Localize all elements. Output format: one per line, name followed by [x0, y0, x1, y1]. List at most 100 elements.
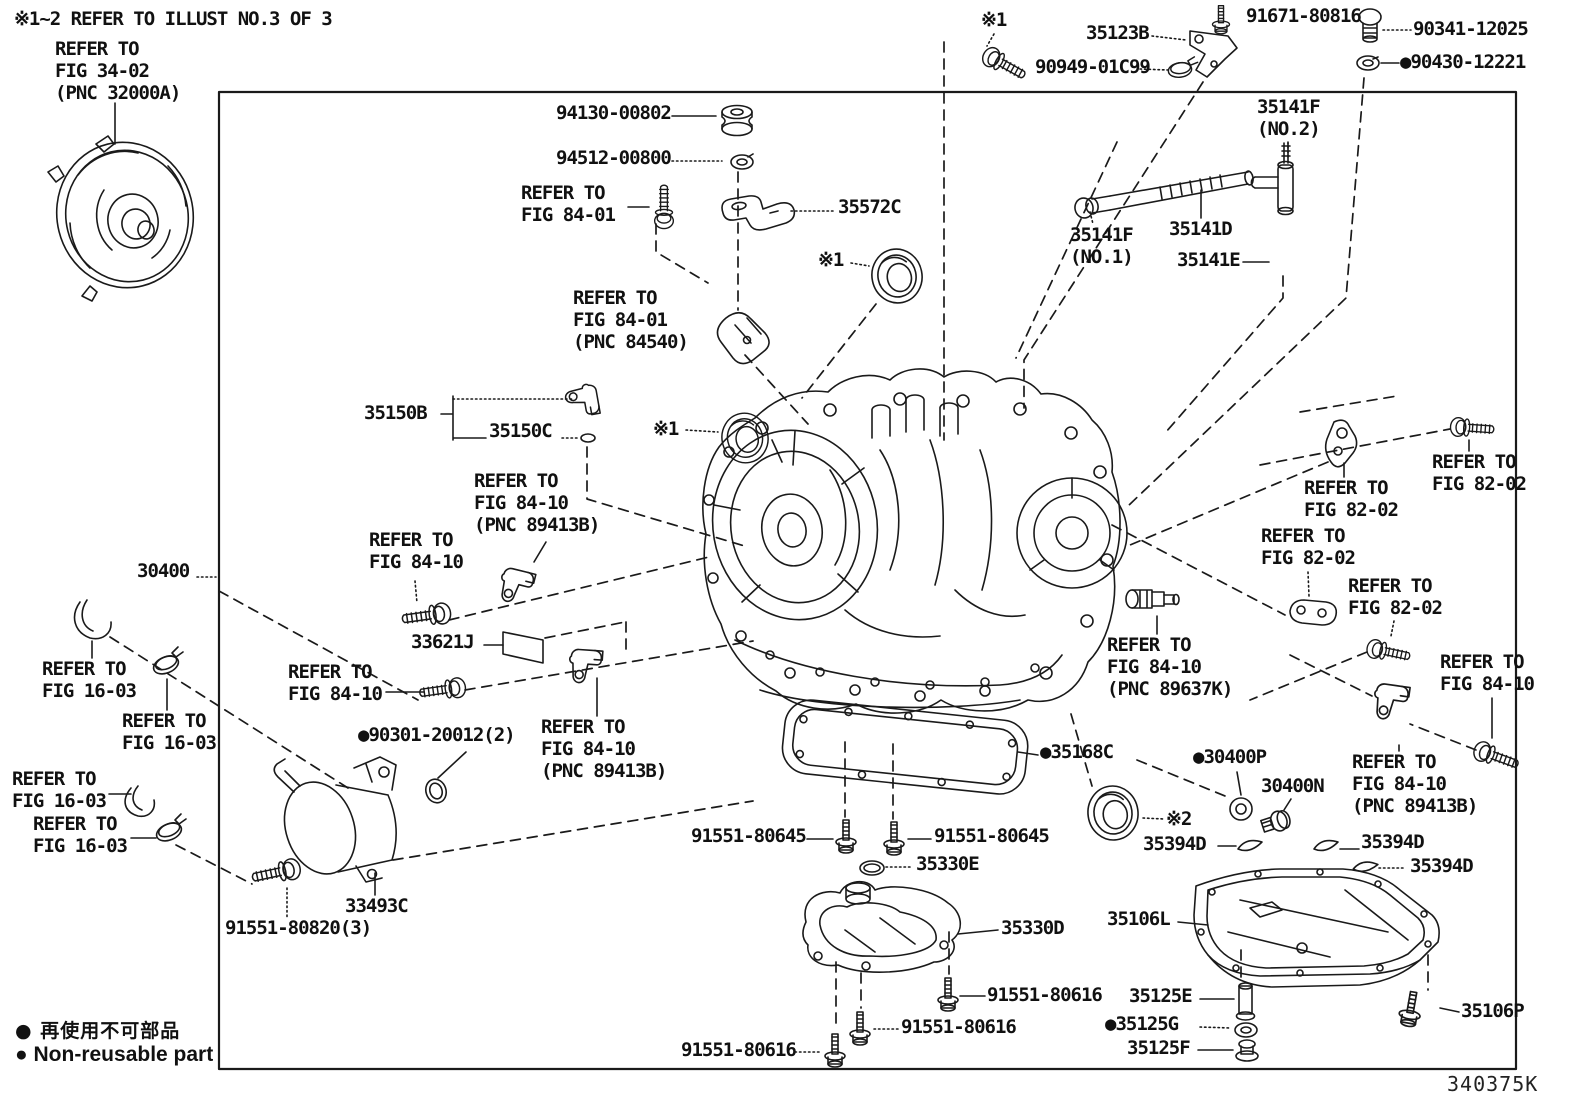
marker-star1-mid: ※1 — [818, 249, 844, 271]
ref-fig-84-10-89637K: REFER TO FIG 84-10 (PNC 89637K) — [1107, 634, 1233, 700]
ref-fig-84-10-c: REFER TO FIG 84-10 — [288, 661, 383, 705]
part-label-35141F-no2: 35141F (NO.2) — [1257, 96, 1321, 140]
construction-lines-dashed — [109, 41, 1477, 1031]
part-label-91551-80616-m: 91551-80616 — [901, 1016, 1017, 1038]
bolt-35106P-icon — [1396, 989, 1425, 1029]
part-label-35106L: 35106L — [1107, 908, 1171, 930]
bracket-35572C — [721, 195, 796, 231]
ref-fig-16-03-2: REFER TO FIG 16-03 — [122, 710, 217, 754]
part-label-91551-80616-l: 91551-80616 — [681, 1039, 797, 1061]
part-label-35168C: ●35168C — [1040, 741, 1114, 763]
hose-icon-2 — [124, 785, 156, 818]
plug-30400N — [1260, 809, 1291, 833]
ref-fig-82-02-c: REFER TO FIG 82-02 — [1261, 525, 1356, 569]
part-label-94512-00800: 94512-00800 — [556, 147, 672, 169]
part-label-35141E: 35141E — [1177, 249, 1241, 271]
part-label-90341-12025: 90341-12025 — [1413, 18, 1529, 40]
plug-35125F — [1235, 1039, 1259, 1062]
gasket-35394D-1 — [1237, 839, 1263, 852]
part-label-35125F: 35125F — [1127, 1037, 1191, 1059]
bolt-91671-icon — [1211, 5, 1231, 35]
part-label-91671-80816: 91671-80816 — [1246, 5, 1362, 27]
part-label-35330D: 35330D — [1001, 917, 1065, 939]
ref-fig-84-10-89413B-c: REFER TO FIG 84-10 (PNC 89413B) — [1352, 751, 1478, 817]
bracket-35123B — [1189, 30, 1238, 78]
torque-converter — [47, 135, 195, 302]
ref-fig-84-01-b: REFER TO FIG 84-01 (PNC 84540) — [573, 287, 689, 353]
clamp-icon-2 — [153, 813, 187, 846]
washer-90430 — [1356, 55, 1380, 71]
marker-star1-top: ※1 — [981, 9, 1007, 31]
part-label-91551-80645-l: 91551-80645 — [691, 825, 807, 847]
ref-fig-82-02-a: REFER TO FIG 82-02 — [1432, 451, 1527, 495]
part-label-90430-12221: ●90430-12221 — [1400, 51, 1526, 73]
diagram-border-box — [217, 90, 1518, 1071]
ref-fig-84-10-89413B-a: REFER TO FIG 84-10 (PNC 89413B) — [474, 470, 600, 536]
oil-strainer — [802, 880, 961, 973]
part-label-35394D-a: 35394D — [1143, 833, 1207, 855]
bolt-80645L-icon — [835, 819, 857, 854]
grommet-94130 — [721, 104, 753, 137]
oring-90301 — [424, 778, 448, 804]
leader-lines-solid — [91, 62, 1493, 1051]
ref-fig-34-02: REFER TO FIG 34-02 (PNC 32000A) — [55, 38, 181, 104]
bolt-80616L-icon — [824, 1033, 846, 1068]
seal-star1-mid — [866, 243, 928, 309]
speed-sensor-89413B-3 — [1370, 681, 1411, 723]
part-label-94130-00802: 94130-00802 — [556, 102, 672, 124]
illust-note: ※1~2 REFER TO ILLUST NO.3 OF 3 — [14, 8, 333, 30]
ref-fig-84-10-d: REFER TO FIG 84-10 — [1440, 651, 1535, 695]
nameplate-33621J — [502, 631, 544, 664]
part-label-30400: 30400 — [137, 560, 190, 582]
bolt-80616R-icon — [937, 977, 959, 1012]
clamp-84540 — [716, 311, 770, 365]
ref-fig-16-03-1: REFER TO FIG 16-03 — [42, 658, 137, 702]
bolt-fig8410-2-icon — [417, 676, 468, 704]
pan-gasket — [781, 699, 1029, 795]
speed-sensor-35150B — [563, 382, 601, 420]
ref-fig-16-03-4: REFER TO FIG 16-03 — [33, 813, 128, 857]
marker-star2: ※2 — [1166, 808, 1192, 830]
bolt-fig8401-icon — [653, 184, 675, 230]
part-label-35141F-no1: 35141F (NO.1) — [1070, 224, 1134, 268]
oring-35330E — [859, 860, 885, 876]
hose-icon-1 — [73, 599, 112, 640]
part-label-91551-80820: 91551-80820(3) — [225, 917, 372, 939]
legend-non-reusable-en: ● Non-reusable part — [15, 1043, 214, 1066]
bolt-80820-icon — [249, 856, 303, 889]
ref-fig-16-03-3: REFER TO FIG 16-03 — [12, 768, 107, 812]
diagram-code: 340375K — [1447, 1072, 1539, 1096]
part-label-35106P: 35106P — [1461, 1000, 1525, 1022]
ref-fig-84-10-b: REFER TO FIG 84-10 — [369, 529, 464, 573]
bolt-star1-top-icon — [978, 43, 1030, 85]
part-label-35123B: 35123B — [1086, 22, 1150, 44]
part-label-90301-20012: ●90301-20012(2) — [358, 724, 516, 746]
washer-94512 — [730, 153, 754, 170]
part-label-91551-80645-r: 91551-80645 — [934, 825, 1050, 847]
bolt-80645R-icon — [883, 821, 905, 856]
part-label-35150B: 35150B — [364, 402, 428, 424]
ref-fig-82-02-d: REFER TO FIG 82-02 — [1348, 575, 1443, 619]
part-label-91551-80616-r: 91551-80616 — [987, 984, 1103, 1006]
leader-lines-dotted — [196, 29, 1412, 1053]
legend-non-reusable-jp: ● 再使用不可部品 — [15, 1020, 181, 1042]
gasket-35394D-3 — [1352, 859, 1379, 874]
part-label-35394D-c: 35394D — [1410, 855, 1474, 877]
oil-cooler — [273, 756, 397, 883]
bolt-fig8410-1-icon — [400, 601, 453, 631]
gasket-35125G — [1234, 1022, 1258, 1038]
part-label-35572C: 35572C — [838, 196, 902, 218]
seal-star2 — [1083, 781, 1143, 845]
bolt-8202-a-icon — [1449, 416, 1496, 440]
part-label-35125E: 35125E — [1129, 985, 1193, 1007]
marker-star1-seal: ※1 — [653, 418, 679, 440]
bolt-fig8410-right-icon — [1470, 738, 1522, 775]
plug-90341 — [1358, 8, 1382, 43]
switch-89637K — [1125, 589, 1180, 609]
bolt-80616M-icon — [849, 1011, 871, 1046]
ref-fig-84-10-89413B-b: REFER TO FIG 84-10 (PNC 89413B) — [541, 716, 667, 782]
part-label-35125G: ●35125G — [1105, 1013, 1179, 1035]
tube-35125E — [1235, 982, 1256, 1021]
